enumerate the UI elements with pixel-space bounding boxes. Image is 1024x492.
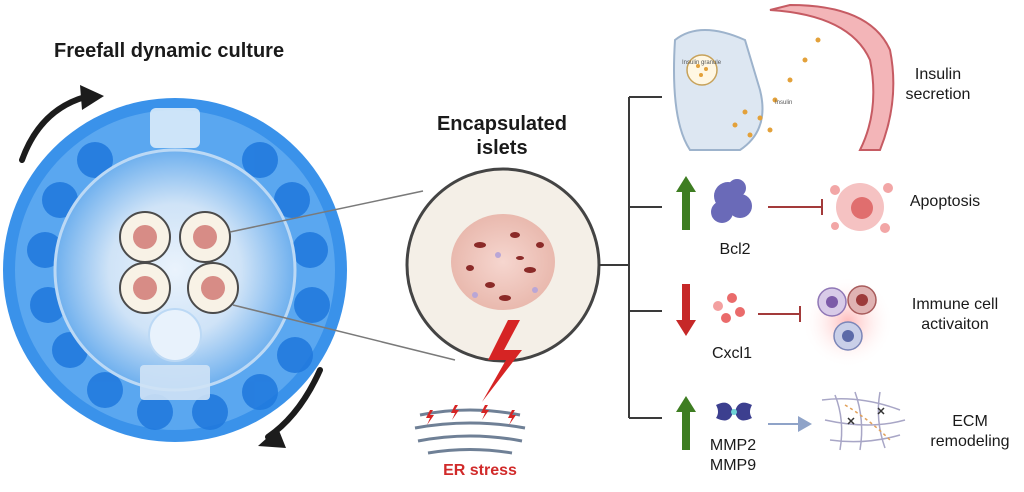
islets-title: Encapsulated islets — [432, 112, 572, 160]
er-stress-label: ER stress — [443, 462, 517, 479]
bcl2-label: Bcl2 — [719, 241, 751, 258]
insulin-secretion-illustration — [673, 3, 895, 151]
mmp-label: MMP2 MMP9 — [700, 436, 766, 476]
down-arrow-icon — [676, 284, 696, 336]
culture-device — [3, 98, 347, 442]
device-title: Freefall dynamic culture — [54, 40, 285, 62]
outcome-bracket — [599, 96, 662, 419]
cxcl1-chemokine-icon — [713, 293, 745, 323]
insulin-tag-label: Insulin — [775, 100, 793, 106]
insulin-secretion-line2: secretion — [905, 86, 971, 103]
ecm-remodeling-label: ECM remodeling — [920, 412, 1020, 452]
encapsulated-islet-zoom — [405, 167, 601, 363]
rotation-arrow-head-top — [80, 85, 104, 110]
zoom-lines — [229, 190, 456, 361]
immune-activation-line1: Immune cell — [911, 296, 999, 313]
mmp2-label: MMP2 — [709, 437, 757, 454]
rotation-arrow-head-bottom — [258, 428, 286, 448]
ecm-network-icon — [821, 391, 906, 451]
ecm-remodeling-line1: ECM — [952, 413, 988, 430]
apoptosis-label: Apoptosis — [909, 193, 981, 210]
up-arrow-icon — [676, 176, 696, 230]
islets-title-line2: islets — [476, 137, 528, 159]
islets-title-line1: Encapsulated — [436, 113, 568, 135]
apoptotic-cell-icon — [830, 183, 893, 233]
er-stress-sparks — [426, 405, 516, 425]
cxcl1-label: Cxcl1 — [711, 345, 752, 362]
immune-activation-line2: activaiton — [921, 316, 989, 333]
immune-cells-icon — [802, 276, 894, 368]
insulin-secretion-line1: Insulin — [914, 66, 962, 83]
bcl2-protein-icon — [711, 179, 752, 223]
device-wells — [119, 211, 239, 314]
immune-activation-label: Immune cell activaiton — [900, 295, 1010, 335]
up-arrow-icon-2 — [676, 396, 696, 450]
lightning-icon — [482, 320, 522, 402]
insulin-secretion-label: Insulin secretion — [888, 65, 988, 105]
insulin-granule-label: Insulin granule — [682, 60, 722, 66]
mmp9-label: MMP9 — [709, 457, 757, 474]
mmp-protein-icon — [716, 402, 752, 421]
device-beads — [27, 142, 330, 430]
ecm-remodeling-line2: remodeling — [930, 433, 1010, 450]
